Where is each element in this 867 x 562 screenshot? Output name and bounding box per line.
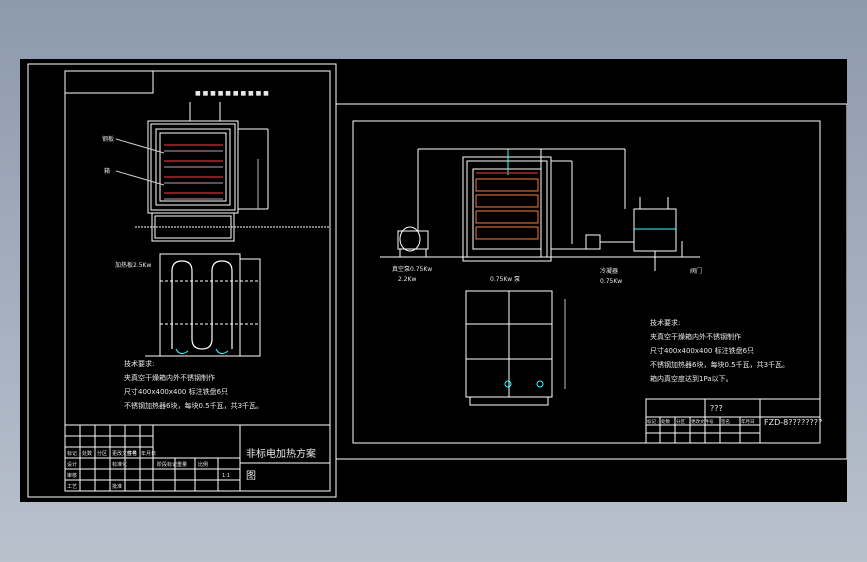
right-label-value: 0.75Kw	[600, 278, 622, 285]
left-coil-end-a	[175, 348, 189, 355]
left-tb-review: 审核	[67, 472, 77, 479]
left-coil-end-b	[215, 348, 229, 355]
left-heating-plates	[164, 144, 223, 194]
plan-port-b	[536, 380, 544, 388]
left-label-box: 箱	[104, 167, 110, 175]
left-notes-title: 技术要求:	[124, 359, 154, 368]
right-sheet-inner-border	[352, 120, 821, 444]
condenser-tank	[633, 197, 683, 271]
plan-port-a	[504, 380, 512, 388]
right-label-condenser: 冷凝器	[600, 267, 618, 275]
right-label-box: 0.75Kw 泵	[490, 276, 520, 283]
left-tb-process: 工艺	[67, 484, 77, 490]
right-note-4: 箱内真空度达到1Pa以下。	[650, 374, 733, 383]
right-notes-title: 技术要求:	[650, 318, 680, 327]
right-label-pump: 真空泵0.75Kw	[392, 265, 432, 273]
left-tb-stage: 阶段标记	[157, 461, 177, 468]
left-tb-approve: 批准	[112, 483, 122, 490]
right-tb-sign: 签名	[721, 418, 730, 425]
right-tb-date: 年月日	[741, 418, 755, 425]
left-tb-cell-date: 年月日	[141, 450, 156, 457]
right-tb-docno: 更改文件号	[691, 418, 714, 425]
right-tb-zone: 分区	[676, 418, 685, 425]
right-trays	[475, 178, 539, 240]
right-drawing-number: FZD-8????????	[764, 418, 822, 427]
left-label-heater: 加热板2.5Kw	[115, 261, 151, 269]
left-heater-coil	[171, 260, 233, 350]
left-title-name: 非标电加热方案	[246, 447, 316, 460]
left-tb-cell-docno: 更改文件号	[112, 450, 137, 457]
right-note-3: 不锈钢加热器6块，每块0.5千瓦，共3千瓦。	[650, 360, 789, 369]
right-title-block	[645, 398, 821, 444]
left-tb-standard: 标准化	[112, 461, 127, 468]
right-note-1: 夹真空干燥箱内外不锈钢制作	[650, 332, 741, 341]
left-label-steel: 钢板	[102, 135, 114, 143]
right-sheet-outer-border	[335, 103, 847, 460]
left-tb-scale-value: 1:1	[222, 473, 230, 479]
vacuum-pump-symbol	[397, 226, 429, 257]
left-tb-design: 设计	[67, 461, 77, 468]
right-note-2: 尺寸400x400x400 标注铁盘6只	[650, 346, 754, 355]
left-tb-cell-mark: 标记	[67, 450, 77, 457]
right-oven-plan	[465, 290, 566, 406]
left-oven-plan	[145, 253, 261, 357]
right-title-name: ???	[710, 404, 723, 413]
left-tb-scale: 比例	[198, 461, 208, 468]
left-tb-cell-sign: 签名	[127, 450, 137, 457]
right-tb-mark: 标记	[647, 418, 656, 425]
right-label-pump-power: 2.2Kw	[398, 276, 416, 283]
left-title-name-2: 图	[246, 470, 256, 482]
left-top-labels: ■ ■ ■ ■ ■ ■ ■ ■ ■ ■	[195, 90, 269, 97]
left-oven-elevation	[135, 102, 330, 242]
left-note-1: 夹真空干燥箱内外不锈钢制作	[124, 373, 215, 382]
cad-drawing-canvas[interactable]: ■ ■ ■ ■ ■ ■ ■ ■ ■ ■ 钢板 箱 加热板2.5Kw 技术要求: …	[20, 59, 847, 502]
right-oven-front	[417, 148, 626, 262]
left-tb-cell-zone: 分区	[97, 450, 107, 457]
right-tb-count: 处数	[661, 418, 670, 425]
left-tb-cell-count: 处数	[82, 450, 92, 457]
cad-drawing-svg: ■ ■ ■ ■ ■ ■ ■ ■ ■ ■ 钢板 箱 加热板2.5Kw 技术要求: …	[27, 63, 847, 498]
left-title-block	[64, 424, 331, 492]
left-note-2: 尺寸400x400x400 标注铁盘6只	[124, 387, 228, 396]
left-tb-weight: 重量	[177, 461, 187, 468]
left-trays	[164, 150, 223, 200]
circulation-pump-symbol	[551, 234, 634, 250]
right-label-valve: 阀门	[690, 267, 702, 275]
left-note-3: 不锈钢加热器6块，每块0.5千瓦，共3千瓦。	[124, 401, 263, 410]
left-sheet-corner-box	[64, 70, 154, 94]
